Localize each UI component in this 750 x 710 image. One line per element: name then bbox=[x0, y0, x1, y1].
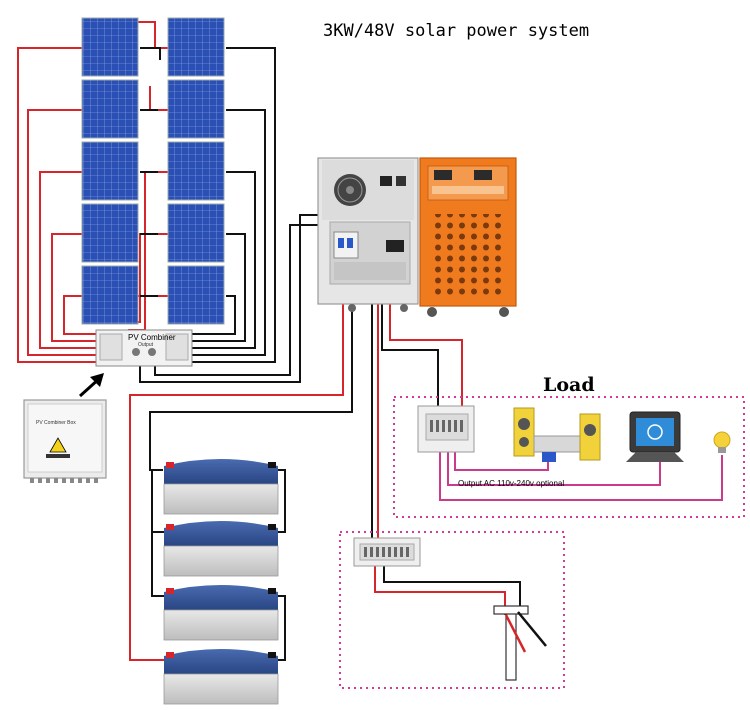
solar-panel-array bbox=[81, 17, 225, 325]
pv-combiner: PV Combiner Output bbox=[95, 329, 193, 367]
load-wiring bbox=[439, 450, 723, 501]
combiner-box-unit: PV Combiner Box bbox=[23, 399, 107, 483]
solar-panel bbox=[167, 265, 225, 325]
computer-monitor-icon bbox=[626, 411, 684, 462]
grounding-area-border bbox=[339, 531, 565, 689]
battery bbox=[163, 649, 279, 705]
warning-icon bbox=[49, 437, 67, 453]
battery bbox=[163, 459, 279, 515]
battery bbox=[163, 585, 279, 641]
output-voltage-label: Output AC 110v-240v optional bbox=[458, 479, 564, 488]
solar-panel bbox=[81, 79, 139, 139]
solar-panel bbox=[81, 17, 139, 77]
arrow-icon bbox=[78, 373, 104, 398]
ground-rod-icon bbox=[493, 605, 547, 681]
load-area-border bbox=[393, 396, 745, 518]
inverter bbox=[317, 157, 419, 312]
battery bbox=[163, 521, 279, 577]
solar-panel bbox=[167, 79, 225, 139]
panel-wiring bbox=[17, 21, 276, 363]
light-bulb-icon bbox=[713, 431, 731, 453]
solar-panel bbox=[167, 203, 225, 263]
ac-distribution-box bbox=[353, 537, 421, 567]
solar-panel bbox=[81, 265, 139, 325]
display-icon bbox=[434, 170, 452, 180]
combiner-box-unit-label: PV Combiner Box bbox=[36, 420, 76, 426]
stereo-system-icon bbox=[513, 407, 601, 462]
solar-panel bbox=[81, 203, 139, 263]
pv-combiner-label: PV Combiner bbox=[128, 333, 176, 342]
load-label: Load bbox=[543, 374, 595, 396]
diagram-title: 3KW/48V solar power system bbox=[323, 21, 589, 41]
breaker-icon bbox=[333, 231, 359, 259]
pv-combiner-output-label: Output bbox=[138, 342, 154, 348]
solar-panel bbox=[167, 141, 225, 201]
solar-panel bbox=[167, 17, 225, 77]
load-distribution-box bbox=[417, 405, 475, 453]
battery-bank bbox=[163, 459, 279, 705]
charge-controller-cabinet bbox=[419, 157, 517, 317]
solar-panel bbox=[81, 141, 139, 201]
